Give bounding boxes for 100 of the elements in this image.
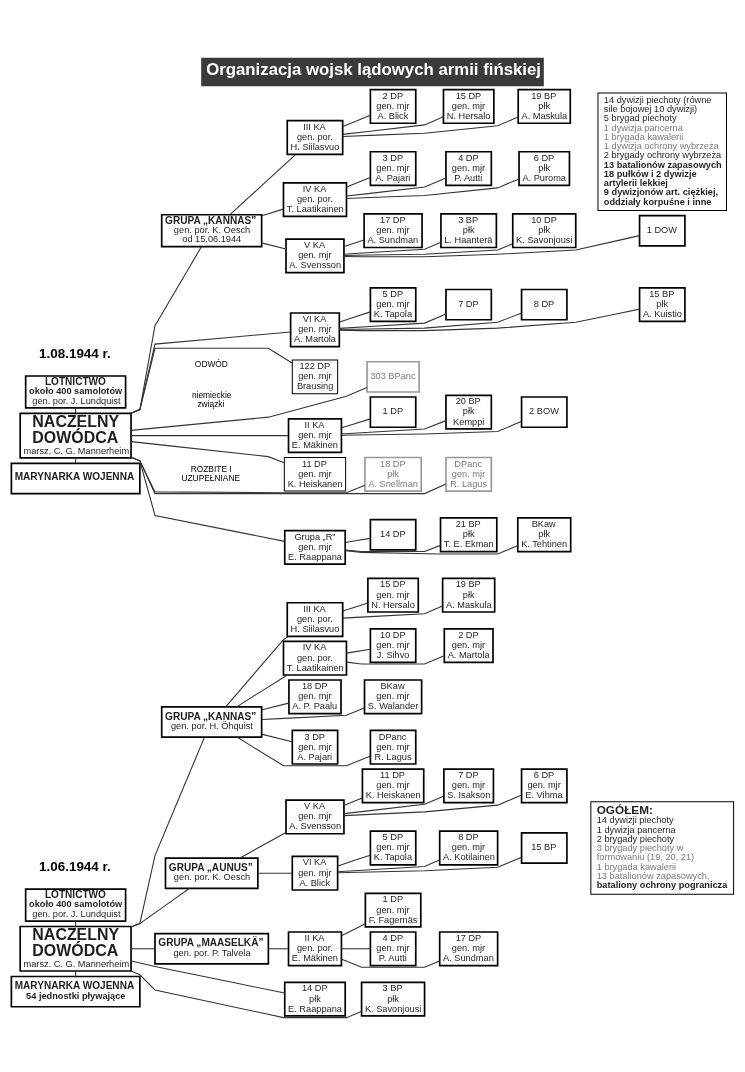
node-box: 15 BP płk A. Kuistio (638, 287, 686, 323)
node-box: IV KA gen. por. T. Laatikainen (282, 640, 348, 676)
connector (346, 648, 371, 654)
node-box: 4 DP gen. mjr P. Autti (369, 931, 417, 967)
connector (261, 707, 365, 721)
node-box: 1 DP (369, 396, 417, 429)
connector (338, 308, 641, 332)
node-box: 10 DP gen. mjr J. Sihvo (369, 627, 417, 664)
connector (261, 702, 290, 711)
connector (342, 116, 519, 137)
node-box: VI KA gen. mjr A. Martola (289, 312, 341, 348)
node-box: 11 DP gen. mjr K. Heiskanen (361, 768, 425, 804)
node-box: 3 DP gen. mjr A. Pajari (369, 150, 417, 187)
node-box: III KA gen. por. H. Siilasvuo (286, 601, 344, 638)
label: ODWÓD (194, 359, 228, 370)
connector (130, 347, 293, 414)
connector (261, 208, 284, 217)
connector (346, 178, 520, 199)
node-box: VI KA gen. mjr A. Blick (291, 855, 339, 891)
node-box: 5 DP gen. mjr K. Tapola (369, 287, 417, 323)
connector (130, 441, 285, 464)
node-box: 7 DP (445, 288, 493, 321)
connector (337, 854, 371, 867)
node-box: II KA gen. por. E. Mäkinen (287, 931, 343, 967)
connector (236, 674, 288, 708)
label: ROZBITE I UZUPEŁNIANE (181, 463, 241, 483)
node-box: 4 DP gen. mjr P. Autti (445, 150, 493, 187)
connector (337, 859, 440, 873)
connector (338, 312, 522, 330)
node-box: 3 BP płk L. Haanterä (440, 213, 498, 249)
connector (130, 948, 156, 950)
connector (346, 655, 445, 665)
node-box: LOTNICTWO około 400 samolotów gen. por. J. Lundquist (24, 375, 127, 409)
connector (344, 545, 519, 555)
connector (341, 420, 522, 436)
node-box: 19 BP płk A. Maskula (441, 577, 496, 613)
node-box: LOTNICTWO około 400 samolotów gen. por. J. Lundquist (24, 888, 127, 922)
connector (225, 635, 290, 708)
diagram-title: Organizacja wojsk lądowych armii fińskiej (206, 60, 542, 80)
label: 1.08.1944 r. (39, 346, 111, 362)
connector (340, 418, 371, 429)
node-box: 18 DP płk A. Snellman (364, 456, 423, 492)
connector (343, 243, 514, 257)
node-box: 122 DP gen. mjr Brausing (291, 359, 339, 395)
connector (342, 602, 369, 612)
node-box: 2 DP gen. mjr A. Martola (443, 627, 494, 664)
node-box: GRUPA „MAASELKÄ” gen. por. P. Talvela (154, 932, 270, 965)
connector (75, 407, 77, 414)
connector (341, 420, 447, 435)
connector (130, 960, 286, 994)
node-box: 303 BPanc (366, 360, 420, 393)
connector (130, 435, 289, 437)
connector (229, 154, 297, 216)
node-box: 8 DP (520, 288, 568, 321)
node-box: V KA gen. mjr A. Svensson (285, 799, 345, 835)
node-box: 3 BP płk K. Savonjousi (360, 981, 426, 1017)
connector (130, 736, 205, 928)
node-box: 14 DP płk E. Raappana (283, 981, 347, 1017)
node-box: V KA gen. mjr A. Svensson (285, 238, 345, 274)
node-box: 14 dywizji piechoty (równe sile bojowej 10 dywizji) 5 brygad piechoty 1 dywizja pancerna 1 brygada kawalerii 1 dywizja ochrony wybrzeża 2 brygady ochrony wybrzeża 13 batalionów zapasowych 18 pułków i 2 dywizje artylerii lekkiej 9 dywizjonów art. ciężkiej, oddziały korpuśne i inne (597, 92, 727, 212)
connector (342, 116, 444, 135)
connector (342, 605, 443, 619)
node-box: NACZELNY DOWÓDCA marsz. C. G. Mannerheim (19, 925, 132, 972)
node-box: 6 DP płk A. Puroma (518, 150, 571, 187)
node-box: BKaw gen. mjr S. Walander (363, 679, 423, 715)
node-box: 18 DP gen. mjr A. P. Paalu (288, 679, 342, 715)
node-box: 15 BP (520, 832, 568, 864)
node-box: GRUPA „AUNUS” gen. por. K. Oesch (164, 857, 259, 890)
connector (344, 544, 441, 553)
connector (346, 177, 447, 197)
connector (130, 387, 368, 431)
node-box: 2 DP gen. mjr A. Blick (369, 88, 417, 125)
node-box: GRUPA „KANNAS” gen. por. H. Öhquist (160, 706, 263, 738)
connector (338, 313, 447, 329)
connector (267, 948, 290, 950)
node-box: IV KA gen. por. T. Laatikainen (282, 182, 348, 218)
connector (343, 241, 442, 255)
connector (261, 733, 293, 743)
node-box: MARYNARKA WOJENNA (10, 462, 141, 495)
node-box: 19 BP płk A. Maskula (517, 88, 572, 125)
connector (340, 923, 366, 937)
node-box: 11 DP gen. mjr K. Heiskanen (283, 456, 347, 492)
connector (343, 235, 641, 258)
connector (130, 456, 286, 542)
node-box: DPanc gen. mjr R. Lagus (445, 456, 493, 492)
connector (239, 832, 287, 859)
connector (343, 239, 365, 248)
node-box: 7 DP gen. mjr S. Isakson (443, 768, 495, 804)
node-box: 21 BP płk T. E. Ekman (439, 517, 498, 553)
node-box: II KA gen. mjr E. Mäkinen (287, 418, 343, 454)
node-box: 6 DP gen. mjr E. Vihma (520, 768, 568, 804)
node-box: 2 BOW (520, 396, 568, 429)
connector (257, 872, 293, 874)
node-box: GRUPA „KANNAS” gen. por. K. Oesch od 15.06.1944 (160, 213, 263, 248)
node-box: BKaw płk K. Tehtinen (516, 517, 572, 553)
node-box: 15 DP gen. mjr N. Hersalo (367, 577, 420, 613)
node-box: 20 BP płk Kemppi (445, 394, 493, 430)
node-box: 15 DP gen. mjr N. Hersalo (442, 88, 495, 125)
node-box: 8 DP gen. mjr A. Kotilainen (438, 830, 499, 866)
node-box: 1 DP gen. mjr F. Fagernäs (364, 892, 422, 928)
